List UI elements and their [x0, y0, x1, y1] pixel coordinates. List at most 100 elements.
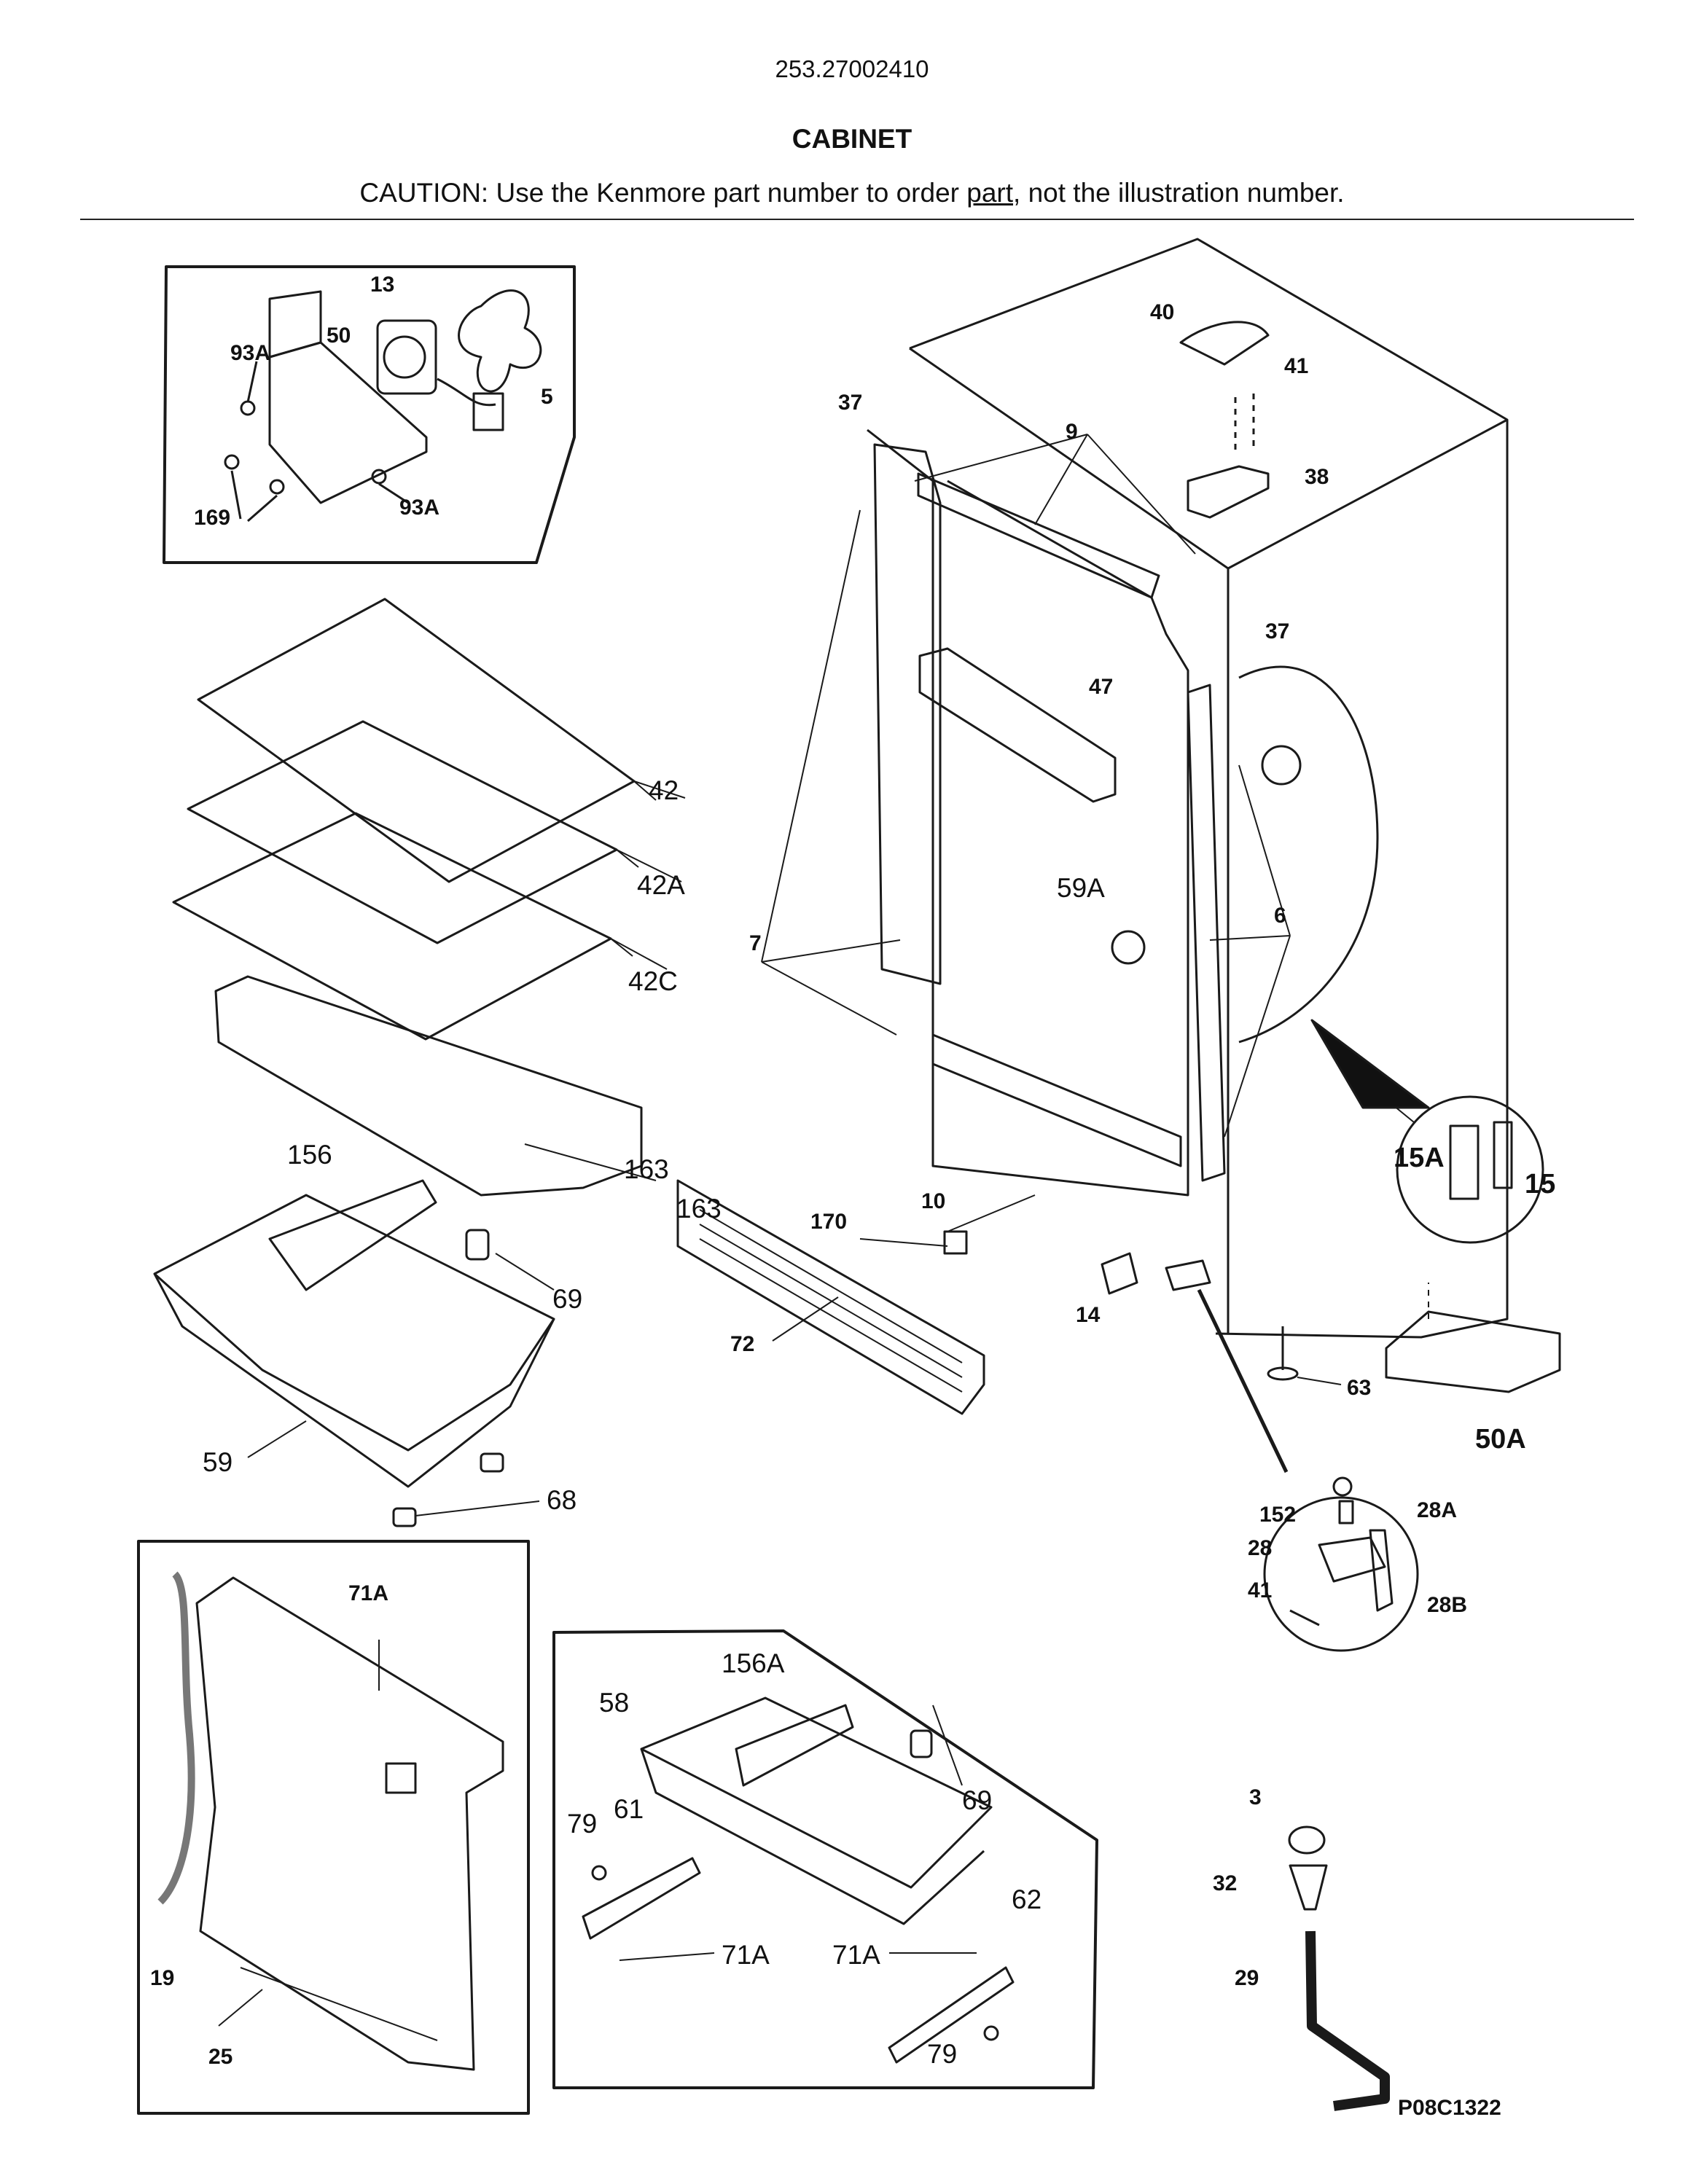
fan-bracket [268, 290, 322, 359]
callout-37-right: 37 [1265, 619, 1290, 643]
callout-15a: 15A [1394, 1143, 1445, 1173]
callout-68: 68 [547, 1485, 577, 1515]
hook-59a [1111, 930, 1146, 965]
callout-37-top: 37 [838, 391, 863, 415]
switch-part-14 [1101, 1252, 1138, 1295]
door-shelf [918, 647, 1117, 803]
callout-42c: 42C [628, 966, 678, 996]
callout-47: 47 [1089, 675, 1114, 699]
callout-28b: 28B [1427, 1593, 1468, 1617]
header-rule [80, 219, 1634, 220]
callout-25: 25 [208, 2045, 233, 2069]
callout-156a: 156A [722, 1648, 785, 1678]
rail-62 [888, 1966, 1015, 2064]
callout-61: 61 [614, 1794, 644, 1824]
back-port [1261, 745, 1302, 786]
screw-169-b [269, 479, 285, 495]
callout-50: 50 [327, 324, 351, 348]
callout-28a: 28A [1417, 1498, 1458, 1522]
drain-fitting-32 [1289, 1864, 1328, 1911]
top-hinge [1187, 465, 1270, 519]
switch-bracket [1165, 1259, 1211, 1291]
callout-163-tray: 163 [624, 1154, 669, 1184]
basket-outline [153, 1194, 555, 1452]
screw-93a-top [240, 400, 256, 416]
callout-169: 169 [194, 506, 231, 530]
callout-152: 152 [1259, 1503, 1297, 1527]
motor-wire [437, 377, 496, 407]
stop-79-left [591, 1865, 607, 1881]
light-inset-circle [1396, 1095, 1544, 1244]
wire-basket-59 [153, 1179, 555, 1527]
callout-38: 38 [1305, 465, 1329, 489]
caution-text: CAUTION: Use the Kenmore part number to … [359, 178, 967, 208]
gasket-19 [157, 1571, 195, 1905]
plug-3 [1288, 1825, 1326, 1855]
callout-7: 7 [749, 931, 762, 955]
hinge-cover [1179, 321, 1270, 366]
callout-170: 170 [810, 1210, 848, 1234]
callout-59a: 59A [1057, 873, 1105, 903]
divider-156 [268, 1179, 437, 1291]
gasket-left [873, 443, 942, 985]
grille-72 [676, 1179, 985, 1415]
shelf-42 [197, 598, 636, 883]
panel-inset [137, 1540, 530, 2115]
callout-79-right: 79 [927, 2039, 958, 2069]
callout-10: 10 [921, 1189, 946, 1213]
callout-19: 19 [150, 1966, 175, 1990]
rail-61 [582, 1857, 701, 1940]
caution-text-end: , not the illustration number. [1013, 178, 1345, 208]
fan-motor-inset [163, 265, 576, 564]
callout-71a-left: 71A [722, 1940, 770, 1970]
callout-63: 63 [1347, 1376, 1372, 1400]
callout-28: 28 [1248, 1536, 1273, 1560]
cabinet-back-bulge [1238, 665, 1379, 1044]
wire-basket-58 [640, 1696, 993, 1889]
callout-163-grille: 163 [676, 1194, 722, 1224]
callout-93a-bottom: 93A [399, 496, 440, 520]
callout-41-top: 41 [1284, 354, 1309, 378]
callout-71a-panel: 71A [348, 1581, 389, 1605]
callout-69-basket: 69 [962, 1785, 993, 1815]
light-inset [1267, 1019, 1561, 1393]
cabinet-front-edge [909, 347, 1230, 1334]
crisper-tray [214, 975, 643, 1197]
switch-part-10 [943, 1230, 968, 1255]
drain-parts [1288, 1825, 1390, 2111]
caution-part-link[interactable]: part [966, 178, 1014, 208]
clip-69 [465, 1229, 490, 1261]
callout-13: 13 [370, 273, 395, 297]
leveler-foot [1267, 1366, 1299, 1381]
page-title: CABINET [792, 124, 912, 154]
panel-inset-box [137, 1540, 530, 2115]
callout-9: 9 [1066, 420, 1078, 444]
stop-79-right [983, 2025, 999, 2041]
callout-5: 5 [541, 385, 553, 409]
basket-inset [552, 1629, 1098, 2089]
model-number: 253.27002410 [775, 55, 929, 82]
light-bracket-15 [1493, 1121, 1513, 1189]
callout-41-hinge: 41 [1248, 1578, 1273, 1602]
callout-50a: 50A [1475, 1424, 1526, 1455]
washer-152 [1332, 1476, 1353, 1497]
callout-32: 32 [1213, 1871, 1238, 1895]
drain-tube-29 [1305, 1930, 1390, 2111]
inset-pointer [1310, 1019, 1430, 1109]
hinge-28b [1369, 1529, 1394, 1612]
bracket-base [268, 341, 428, 504]
bottom-hinge-inset [1197, 1288, 1419, 1652]
light-lens-15a [1449, 1124, 1480, 1200]
shelf-42c [172, 812, 612, 1041]
screw-41 [1289, 1609, 1320, 1627]
callout-93a-top: 93A [230, 341, 271, 365]
kick-grille [676, 1179, 985, 1415]
basket-inset-box [552, 1629, 1098, 2089]
light-housing-50a [1385, 1310, 1561, 1393]
motor-shaft-housing [383, 335, 426, 379]
callout-29: 29 [1235, 1966, 1259, 1990]
callout-71a-right: 71A [832, 1940, 880, 1970]
callout-62: 62 [1012, 1884, 1042, 1914]
gasket-top [917, 472, 1160, 599]
shelves [172, 598, 686, 1197]
